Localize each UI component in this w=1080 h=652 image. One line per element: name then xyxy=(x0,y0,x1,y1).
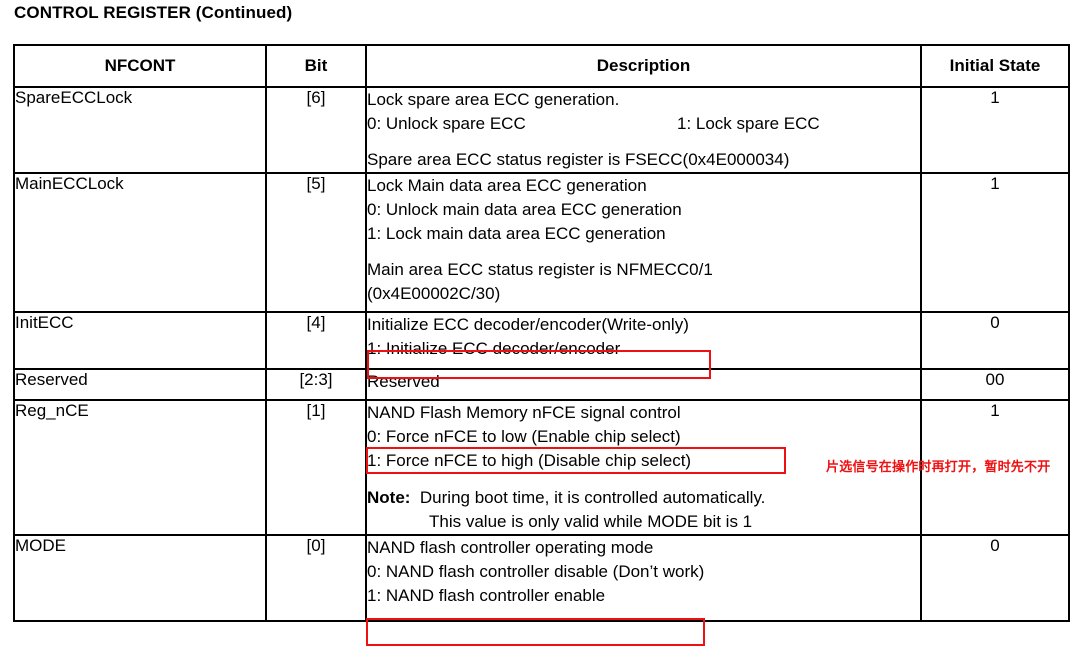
field-description: Lock Main data area ECC generation 0: Un… xyxy=(365,172,922,313)
field-bit: [5] xyxy=(265,172,367,313)
table-row: MainECCLock [5] Lock Main data area ECC … xyxy=(13,172,1070,313)
field-description: Lock spare area ECC generation. 0: Unloc… xyxy=(365,86,922,174)
desc-line: Lock spare area ECC generation. xyxy=(367,90,620,109)
desc-line: 1: Force nFCE to high (Disable chip sele… xyxy=(367,451,692,470)
table-header-row: NFCONT Bit Description Initial State xyxy=(13,44,1070,88)
field-initial-state: 1 xyxy=(920,399,1070,536)
note-text: During boot time, it is controlled autom… xyxy=(419,488,766,507)
field-description: Reserved xyxy=(365,368,922,401)
note-line: Note: During boot time, it is controlled… xyxy=(367,486,920,510)
field-name: MODE xyxy=(13,534,267,622)
desc-line: Initialize ECC decoder/encoder(Write-onl… xyxy=(367,315,689,334)
table-row: Reserved [2:3] Reserved 00 xyxy=(13,368,1070,401)
field-bit: [0] xyxy=(265,534,367,622)
note-label: Note: xyxy=(367,488,411,507)
desc-line-highlighted: 0: Force nFCE to low (Enable chip select… xyxy=(367,427,681,446)
field-initial-state: 1 xyxy=(920,86,1070,174)
field-initial-state: 1 xyxy=(920,172,1070,313)
field-description: NAND Flash Memory nFCE signal control 0:… xyxy=(365,399,922,536)
column-header-bit: Bit xyxy=(265,44,367,88)
desc-line: Main area ECC status register is NFMECC0… xyxy=(367,260,713,279)
field-initial-state: 0 xyxy=(920,534,1070,622)
note-line-continued: This value is only valid while MODE bit … xyxy=(429,512,753,531)
desc-options: 0: Unlock spare ECC 1: Lock spare ECC xyxy=(367,112,920,136)
field-bit: [4] xyxy=(265,311,367,370)
desc-line-highlighted: 1: NAND flash controller enable xyxy=(367,586,606,605)
field-name: Reserved xyxy=(13,368,267,401)
desc-line: Lock Main data area ECC generation xyxy=(367,176,647,195)
desc-option-0: 0: Unlock spare ECC xyxy=(367,114,526,133)
column-header-initial-state: Initial State xyxy=(920,44,1070,88)
field-name: SpareECCLock xyxy=(13,86,267,174)
field-bit: [6] xyxy=(265,86,367,174)
table-row: MODE [0] NAND flash controller operating… xyxy=(13,534,1070,622)
field-initial-state: 0 xyxy=(920,311,1070,370)
desc-line: NAND flash controller operating mode xyxy=(367,538,654,557)
table-row: SpareECCLock [6] Lock spare area ECC gen… xyxy=(13,86,1070,174)
page-title: CONTROL REGISTER (Continued) xyxy=(14,3,293,22)
chinese-annotation: 片选信号在操作时再打开，暂时先不开 xyxy=(826,459,1051,474)
desc-line: Spare area ECC status register is FSECC(… xyxy=(367,150,790,169)
desc-line: NAND Flash Memory nFCE signal control xyxy=(367,403,681,422)
desc-line: 0: Unlock main data area ECC generation xyxy=(367,200,682,219)
desc-line-highlighted: 1: Initialize ECC decoder/encoder xyxy=(367,339,621,358)
column-header-nfcont: NFCONT xyxy=(13,44,267,88)
field-bit: [2:3] xyxy=(265,368,367,401)
field-name: Reg_nCE xyxy=(13,399,267,536)
table-row: Reg_nCE [1] NAND Flash Memory nFCE signa… xyxy=(13,399,1070,536)
field-description: Initialize ECC decoder/encoder(Write-onl… xyxy=(365,311,922,370)
field-bit: [1] xyxy=(265,399,367,536)
field-initial-state: 00 xyxy=(920,368,1070,401)
control-register-table: NFCONT Bit Description Initial State Spa… xyxy=(13,44,1070,622)
table-row: InitECC [4] Initialize ECC decoder/encod… xyxy=(13,311,1070,370)
desc-line: (0x4E00002C/30) xyxy=(367,284,501,303)
desc-line: Reserved xyxy=(367,372,440,391)
column-header-description: Description xyxy=(365,44,922,88)
field-name: MainECCLock xyxy=(13,172,267,313)
desc-line: 1: Lock main data area ECC generation xyxy=(367,224,666,243)
desc-option-1: 1: Lock spare ECC xyxy=(677,114,820,133)
field-description: NAND flash controller operating mode 0: … xyxy=(365,534,922,622)
field-name: InitECC xyxy=(13,311,267,370)
highlight-box-mode-enable xyxy=(366,618,705,646)
desc-line: 0: NAND flash controller disable (Don’t … xyxy=(367,562,705,581)
